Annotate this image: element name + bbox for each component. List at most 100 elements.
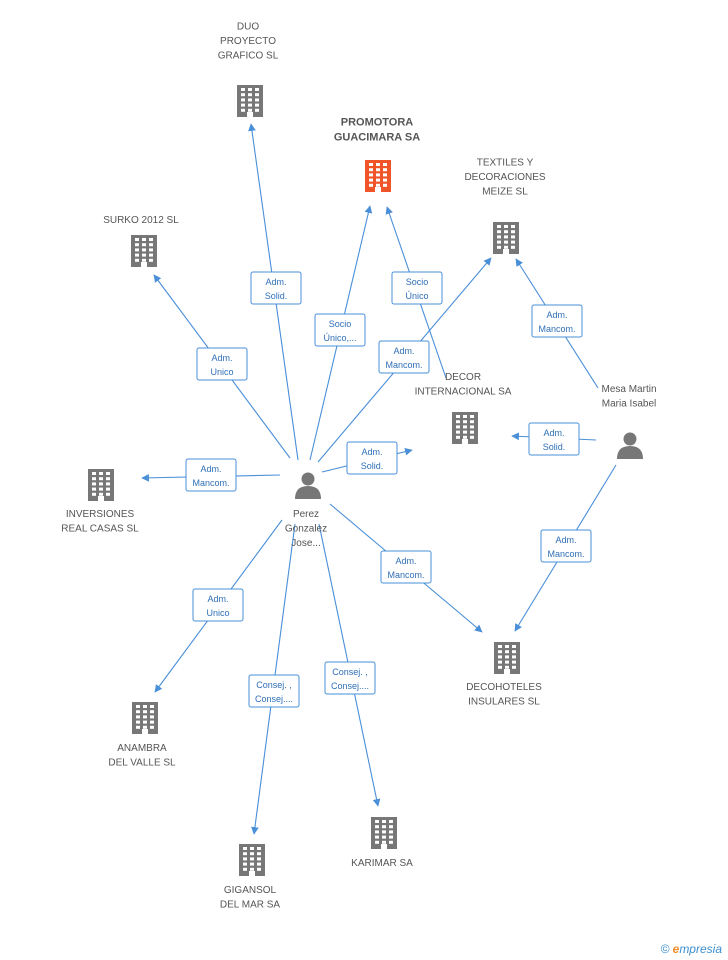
building-icon bbox=[237, 85, 263, 117]
edge-label-box bbox=[314, 313, 366, 347]
node-label: Jose... bbox=[291, 538, 320, 549]
node-label: Gonzalez bbox=[285, 524, 327, 535]
building-icon bbox=[371, 817, 397, 849]
edge-label-text: Solid. bbox=[361, 461, 384, 471]
edge-label-perez-to-duo[interactable]: Adm. Solid. bbox=[250, 271, 302, 305]
building-icon bbox=[88, 469, 114, 501]
edge-label-mesa-to-textiles[interactable]: Adm. Mancom. bbox=[531, 304, 583, 338]
edge-label-mesa-to-decor[interactable]: Adm. Solid. bbox=[528, 422, 580, 456]
node-label: Maria Isabel bbox=[602, 398, 656, 409]
brand-name: mpresia bbox=[679, 942, 722, 956]
edge-label-perez-to-anambra[interactable]: Adm. Unico bbox=[192, 588, 244, 622]
node-label: REAL CASAS SL bbox=[61, 524, 139, 535]
node-label: ANAMBRA bbox=[117, 743, 167, 754]
building-icon bbox=[493, 222, 519, 254]
node-perez[interactable]: PerezGonzalezJose... bbox=[285, 472, 327, 550]
edge-label-box bbox=[540, 529, 592, 563]
edge-label-text: Adm. bbox=[395, 556, 416, 566]
building-icon bbox=[494, 642, 520, 674]
edge-label-perez-to-textiles[interactable]: Adm. Mancom. bbox=[378, 340, 430, 374]
node-label: SURKO 2012 SL bbox=[103, 215, 179, 226]
node-label: PROYECTO bbox=[220, 36, 276, 47]
edge-label-text: Unico bbox=[210, 367, 233, 377]
edge-label-box bbox=[346, 441, 398, 475]
edge-label-box bbox=[248, 674, 300, 708]
edge-label-perez-to-promotora[interactable]: SocioÚnico,... bbox=[314, 313, 366, 347]
edge-label-box bbox=[378, 340, 430, 374]
footer-brand[interactable]: ©empresia bbox=[661, 942, 722, 956]
node-label: DECOR bbox=[445, 372, 481, 383]
edge-label-text: Mancom. bbox=[385, 360, 422, 370]
node-label: GIGANSOL bbox=[224, 885, 277, 896]
building-icon bbox=[132, 702, 158, 734]
edge-label-text: Consej.... bbox=[331, 681, 369, 691]
node-label: INTERNACIONAL SA bbox=[415, 386, 512, 397]
edge-label-box bbox=[380, 550, 432, 584]
node-gigansol[interactable]: GIGANSOL DEL MAR SA bbox=[220, 844, 281, 911]
edge-label-text: Socio bbox=[406, 277, 429, 287]
building-icon bbox=[239, 844, 265, 876]
node-decor[interactable]: DECOR INTERNACIONAL SA bbox=[415, 372, 512, 444]
edge-label-text: Mancom. bbox=[538, 324, 575, 334]
brand-initial: e bbox=[672, 942, 680, 956]
edge-label-text: Único,... bbox=[323, 333, 356, 343]
edge-label-text: Adm. bbox=[546, 310, 567, 320]
node-anambra[interactable]: ANAMBRA DEL VALLE SL bbox=[108, 702, 176, 769]
edge-label-box bbox=[196, 347, 248, 381]
node-textiles[interactable]: TEXTILES Y DECORACIONES MEIZE SL bbox=[464, 158, 546, 255]
node-label: GRAFICO SL bbox=[218, 51, 279, 62]
edge-label-text: Solid. bbox=[265, 291, 288, 301]
building-icon bbox=[452, 412, 478, 444]
person-icon bbox=[295, 472, 321, 499]
edge-label-text: Adm. bbox=[393, 346, 414, 356]
edge-label-text: Mancom. bbox=[387, 570, 424, 580]
edge-label-box bbox=[185, 458, 237, 492]
edge-label-text: Unico bbox=[206, 608, 229, 618]
node-label: TEXTILES Y bbox=[477, 158, 534, 169]
edge-label-text: Adm. bbox=[555, 535, 576, 545]
node-surko[interactable]: SURKO 2012 SL bbox=[103, 215, 179, 267]
person-icon bbox=[617, 432, 643, 459]
edge-label-box bbox=[250, 271, 302, 305]
edge-label-text: Adm. bbox=[211, 353, 232, 363]
node-label: Mesa Martin bbox=[601, 384, 656, 395]
edge-labels-layer: Adm.Solid.SocioÚnico,...SocioÚnicoAdm.Un… bbox=[185, 271, 592, 708]
edge-label-text: Consej. , bbox=[332, 667, 368, 677]
edge-label-text: Consej.... bbox=[255, 694, 293, 704]
node-label: DEL VALLE SL bbox=[108, 758, 176, 769]
copyright-symbol: © bbox=[660, 942, 670, 956]
edge-label-text: Socio bbox=[329, 319, 352, 329]
node-label: DECORACIONES bbox=[464, 172, 545, 183]
node-label: PROMOTORA bbox=[341, 117, 414, 129]
node-label: DECOHOTELES bbox=[466, 682, 542, 693]
edge-label-text: Mancom. bbox=[547, 549, 584, 559]
edge-label-text: Adm. bbox=[207, 594, 228, 604]
edge-label-box bbox=[531, 304, 583, 338]
edge-label-perez-to-inversiones[interactable]: Adm.Mancom. bbox=[185, 458, 237, 492]
edge-label-perez-to-decohoteles[interactable]: Adm. Mancom. bbox=[380, 550, 432, 584]
edge-label-text: Adm. bbox=[543, 428, 564, 438]
edge-label-text: Mancom. bbox=[192, 478, 229, 488]
edge-label-perez-to-karimar[interactable]: Consej. , Consej.... bbox=[324, 661, 376, 695]
edge-label-perez-to-surko[interactable]: Adm. Unico bbox=[196, 347, 248, 381]
edge-label-perez-to-decor[interactable]: Adm. Solid. bbox=[346, 441, 398, 475]
node-label: MEIZE SL bbox=[482, 187, 528, 198]
edge-label-text: Único bbox=[405, 291, 428, 301]
edge-label-perez-to-gigansol[interactable]: Consej. , Consej.... bbox=[248, 674, 300, 708]
edge-label-text: Adm. bbox=[265, 277, 286, 287]
edge-label-text: Adm. bbox=[361, 447, 382, 457]
node-karimar[interactable]: KARIMAR SA bbox=[351, 817, 413, 869]
edge-label-box bbox=[192, 588, 244, 622]
edge-label-text: Solid. bbox=[543, 442, 566, 452]
edge-label-text: Consej. , bbox=[256, 680, 292, 690]
node-label: DEL MAR SA bbox=[220, 900, 281, 911]
node-label: Perez bbox=[293, 509, 319, 520]
edge-label-mesa-to-decohoteles[interactable]: Adm. Mancom. bbox=[540, 529, 592, 563]
